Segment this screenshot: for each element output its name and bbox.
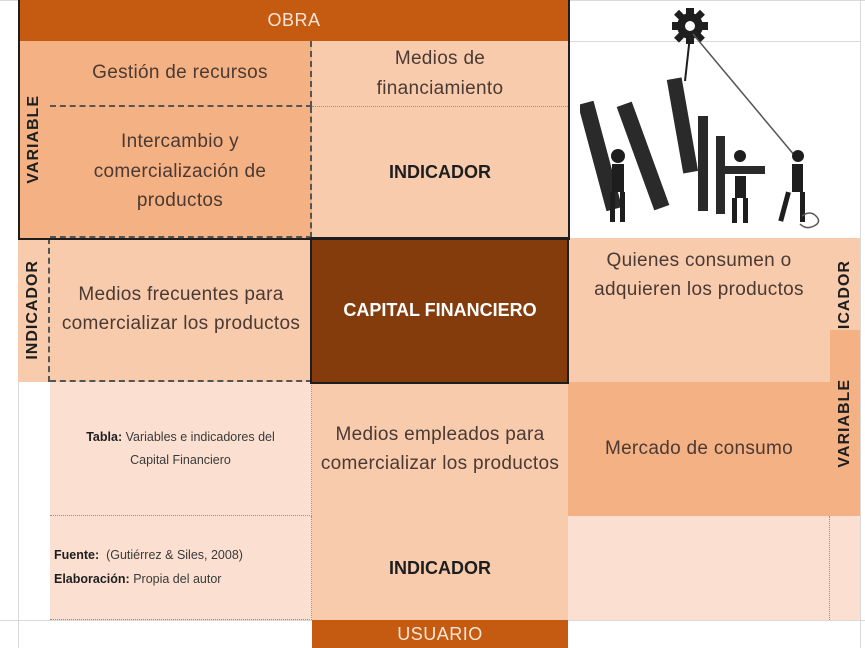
indicador-bottom-cell: INDICADOR [312,516,568,620]
fuente-caption-cell: Fuente: (Gutiérrez & Siles, 2008) Elabor… [50,516,312,620]
empty-cell [568,516,830,620]
usuario-header: USUARIO [312,620,568,648]
grid-line [860,0,861,648]
people-lifting-bars-gear-icon [580,8,820,229]
indicador-top-cell: INDICADOR [312,107,568,238]
quienes-consumen-cell: Quienes consumen o adquieren los product… [568,238,830,382]
intercambio-cell: Intercambio y comercialización de produc… [50,107,312,238]
medios-frecuentes-cell: Medios frecuentes para comercializar los… [50,238,312,382]
usuario-header-text: USUARIO [397,623,483,644]
tabla-caption: Tabla: Variables e indicadores del Capit… [66,426,296,471]
tabla-label: Tabla: [86,430,123,444]
elaboracion-label: Elaboración: [54,571,130,586]
gestion-recursos-cell: Gestión de recursos [50,41,312,107]
variable-right-label: VARIABLE [830,330,860,516]
obra-header-text: OBRA [267,10,321,30]
quienes-consumen-text: Quienes consumen o adquieren los product… [594,250,804,301]
elaboracion-text: Propia del autor [133,571,222,586]
intercambio-text: Intercambio y comercialización de produc… [93,131,267,212]
variable-right-text: VARIABLE [836,378,853,468]
mercado-consumo-cell: Mercado de consumo [568,382,830,516]
indicador-left-text: INDICADOR [24,260,41,360]
fuente-label: Fuente: [54,547,100,562]
indicador-bottom-text: INDICADOR [389,557,491,578]
tabla-caption-cell: Tabla: Variables e indicadores del Capit… [50,382,312,516]
capital-financiero-cell: CAPITAL FINANCIERO [312,238,568,382]
gestion-recursos-text: Gestión de recursos [92,62,268,84]
variable-left-label: VARIABLE [18,41,50,238]
mercado-consumo-text: Mercado de consumo [604,438,794,460]
grid-line [568,41,860,42]
fuente-text: (Gutiérrez & Siles, 2008) [106,547,243,562]
empty-cell [830,516,860,620]
medios-frecuentes-text: Medios frecuentes para comercializar los… [61,283,301,334]
medios-financiamiento-cell: Medios de financiamiento [312,41,568,107]
indicador-left-label: INDICADOR [18,238,50,382]
indicador-top-text: INDICADOR [389,162,491,182]
medios-financiamiento-text: Medios de financiamiento [376,48,504,99]
capital-financiero-text: CAPITAL FINANCIERO [343,299,537,320]
fuente-caption: Fuente: (Gutiérrez & Siles, 2008) Elabor… [54,544,243,592]
tabla-text: Variables e indicadores del Capital Fina… [125,430,275,467]
obra-header: OBRA [18,0,570,41]
variable-left-text: VARIABLE [25,95,42,184]
medios-empleados-text: Medios empleados para comercializar los … [320,423,560,474]
medios-empleados-cell: Medios empleados para comercializar los … [312,382,568,516]
